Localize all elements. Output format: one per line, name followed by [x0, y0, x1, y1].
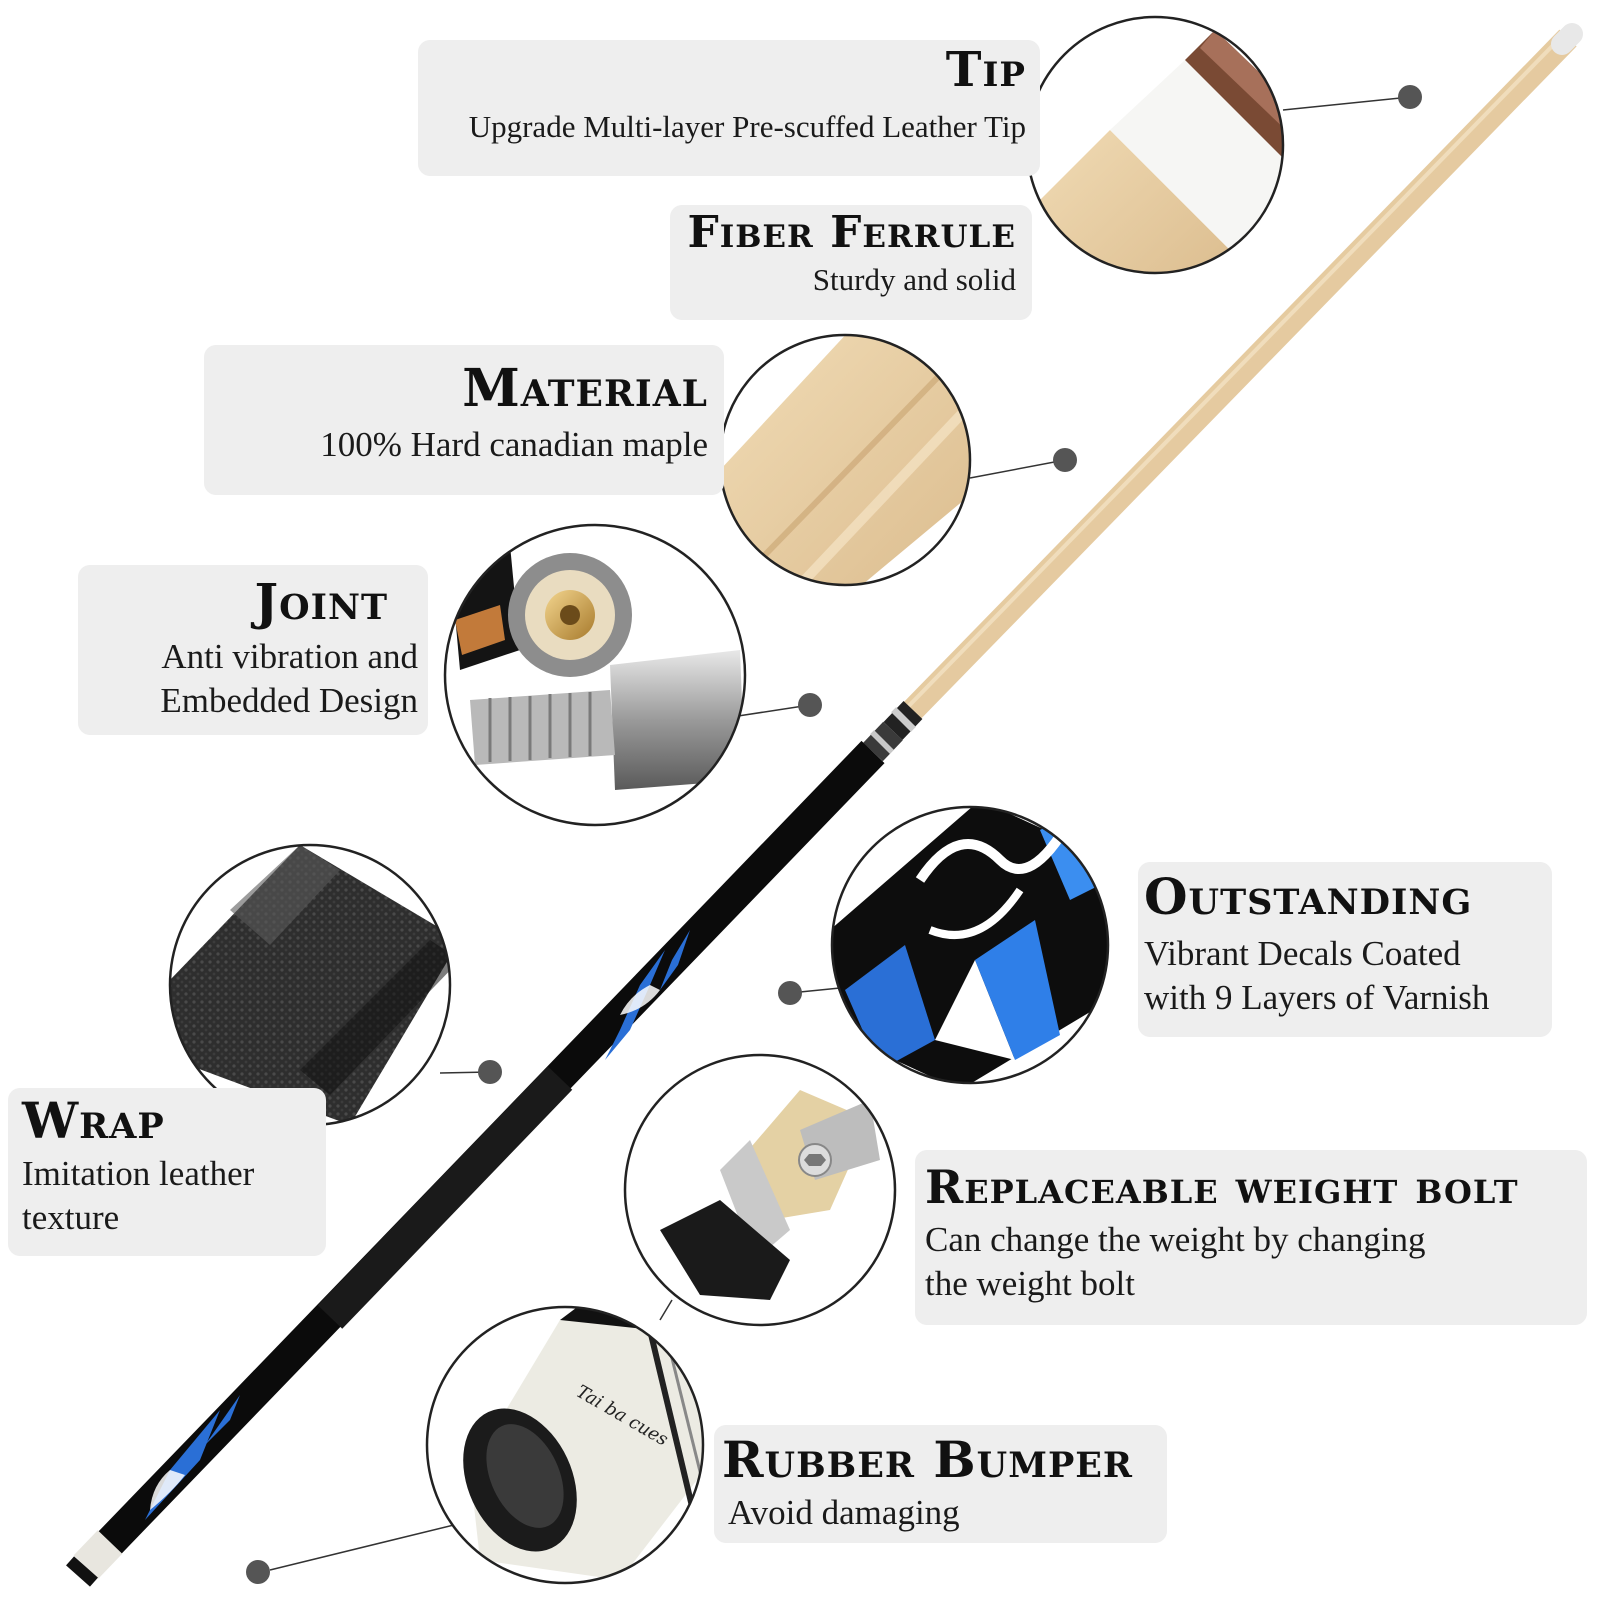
- feature-desc: texture: [22, 1197, 120, 1237]
- feature-title: Outstanding: [1144, 867, 1473, 926]
- feature-title: Rubber Bumper: [722, 1430, 1134, 1489]
- feature-desc: 100% Hard canadian maple: [320, 425, 708, 464]
- joint-pin-icon: [443, 523, 747, 827]
- feature-tip: Tip Upgrade Multi-layer Pre-scuffed Leat…: [418, 40, 1040, 176]
- tip-closeup-icon: [1025, 15, 1285, 275]
- feature-title: Fiber Ferrule: [687, 207, 1016, 258]
- feature-desc: Upgrade Multi-layer Pre-scuffed Leather …: [468, 109, 1026, 144]
- decal-closeup-icon: [830, 805, 1110, 1085]
- joint-dot: [798, 693, 822, 717]
- feature-rubber-bumper: Rubber Bumper Avoid damaging: [714, 1425, 1167, 1543]
- cue-lower-decal: [145, 1395, 240, 1520]
- bumper-closeup-icon: Tai ba cues: [425, 1305, 705, 1585]
- feature-ferrule: Fiber Ferrule Sturdy and solid: [670, 205, 1032, 320]
- wrap-texture-icon: [168, 843, 452, 1127]
- feature-wrap: Wrap Imitation leather texture: [8, 1088, 326, 1256]
- cue-upper-decal: [605, 930, 690, 1060]
- feature-title: Replaceable weight bolt: [925, 1160, 1519, 1214]
- feature-desc: Embedded Design: [160, 680, 418, 720]
- cue-wrap: [317, 1066, 573, 1329]
- connectors: [246, 85, 1422, 1584]
- cue-stick: [66, 23, 1583, 1587]
- feature-title: Tip: [945, 42, 1026, 98]
- outstanding-dot: [778, 981, 802, 1005]
- feature-outstanding: Outstanding Vibrant Decals Coated with 9…: [1138, 862, 1552, 1037]
- tip-dot: [1398, 85, 1422, 109]
- feature-title: Joint: [254, 572, 388, 631]
- feature-weight-bolt: Replaceable weight bolt Can change the w…: [915, 1150, 1587, 1325]
- feature-title: Wrap: [22, 1091, 165, 1150]
- feature-desc: Vibrant Decals Coated: [1144, 934, 1461, 973]
- feature-desc: Anti vibration and: [161, 637, 418, 676]
- feature-joint: Joint Anti vibration and Embedded Design: [78, 565, 428, 735]
- feature-desc: the weight bolt: [925, 1263, 1135, 1303]
- cue-bumper: [73, 1530, 123, 1579]
- feature-desc: Can change the weight by changing: [925, 1220, 1426, 1259]
- bumper-dot: [246, 1560, 270, 1584]
- feature-desc: Sturdy and solid: [812, 262, 1016, 297]
- feature-desc: Avoid damaging: [728, 1493, 960, 1532]
- maple-closeup-icon: [718, 333, 972, 587]
- feature-desc: with 9 Layers of Varnish: [1144, 977, 1490, 1017]
- material-dot: [1053, 448, 1077, 472]
- feature-title: Material: [462, 358, 708, 419]
- feature-desc: Imitation leather: [22, 1154, 255, 1193]
- cue-tip: [1551, 23, 1583, 55]
- wrap-dot: [478, 1060, 502, 1084]
- weight-bolt-icon: [623, 1053, 897, 1327]
- cue-shaft: [896, 29, 1577, 727]
- feature-material: Material 100% Hard canadian maple: [204, 345, 724, 495]
